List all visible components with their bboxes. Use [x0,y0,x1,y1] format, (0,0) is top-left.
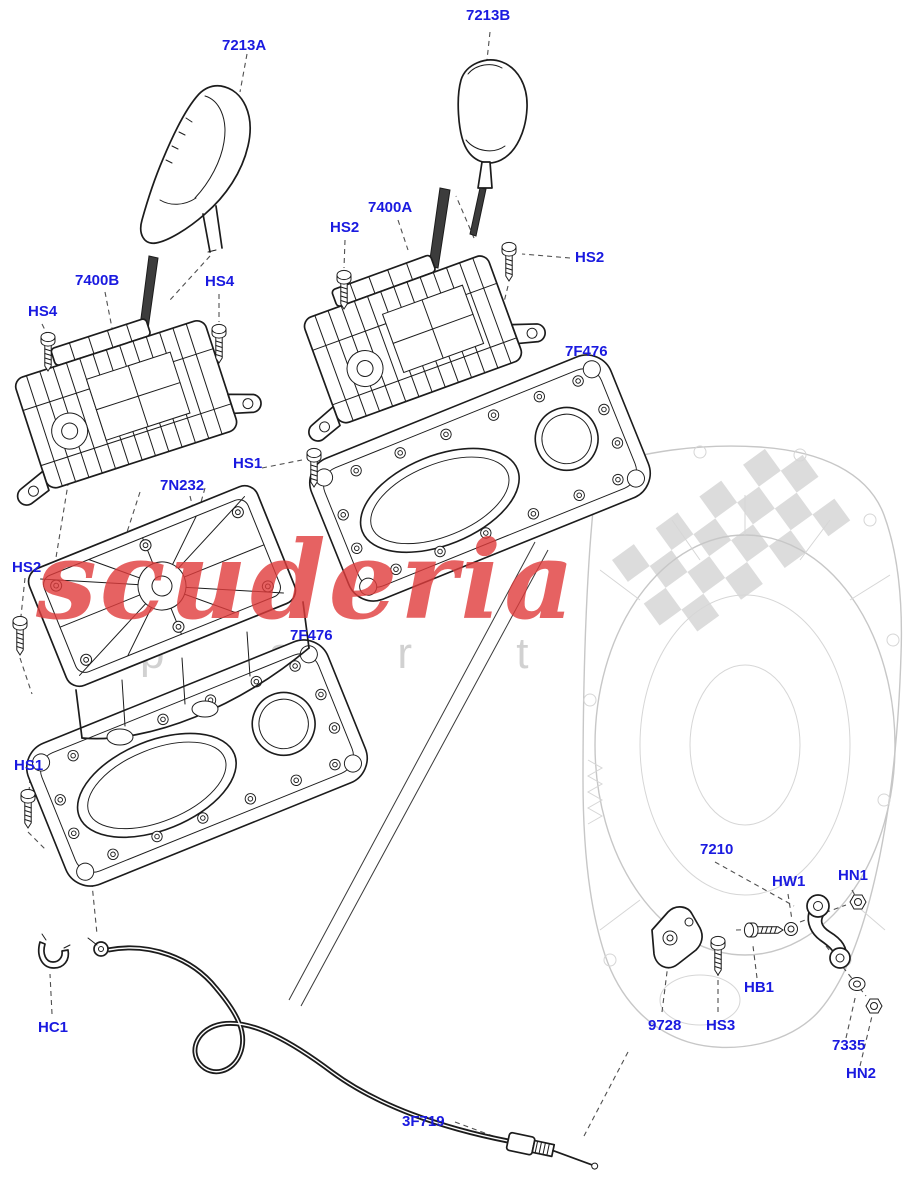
label-7n232[interactable]: 7N232 [160,477,204,494]
screw-hs2-lower-left [12,615,28,656]
label-hw1[interactable]: HW1 [772,873,805,890]
cable-end-fitting [505,1131,599,1170]
washer-7335 [848,977,866,991]
watermark-checker-flag [612,448,851,632]
screw-hs1-lower-left [20,788,36,829]
label-7400a[interactable]: 7400A [368,199,412,216]
nut-hn2 [865,998,883,1014]
label-hs2-lower[interactable]: HS2 [12,559,41,576]
screw-hs3 [710,935,726,976]
label-hb1[interactable]: HB1 [744,979,774,996]
shifter-7400a-lever [428,187,451,269]
nut-hn1 [849,894,867,910]
watermark-brand: scuderia [35,518,577,644]
screw-hs2-b [501,241,517,282]
label-hs2-b[interactable]: HS2 [575,249,604,266]
shifter-assembly-7400a [303,254,546,442]
label-7335[interactable]: 7335 [832,1037,865,1054]
label-3f719[interactable]: 3F719 [402,1113,445,1130]
shift-knob-7213a [139,84,251,253]
label-hs4-mid[interactable]: HS4 [205,273,235,290]
label-7f476-right[interactable]: 7F476 [565,343,608,360]
bolt-hb1 [743,922,784,938]
shifter-assembly-7400b [14,318,262,506]
bracket-9728 [651,906,703,969]
label-hs4-left[interactable]: HS4 [28,303,58,320]
label-hn1[interactable]: HN1 [838,867,868,884]
label-7213a[interactable]: 7213A [222,37,266,54]
washer-hw1 [784,922,798,936]
base-plate-7n232 [27,484,310,746]
label-7f476-lower[interactable]: 7F476 [290,627,333,644]
label-9728[interactable]: 9728 [648,1017,681,1034]
label-hs3[interactable]: HS3 [706,1017,735,1034]
clip-hc1 [37,933,71,969]
label-hs2-a[interactable]: HS2 [330,219,359,236]
shift-cable-3f719 [87,937,599,1170]
label-hn2[interactable]: HN2 [846,1065,876,1082]
label-7213b[interactable]: 7213B [466,7,510,24]
label-7210[interactable]: 7210 [700,841,733,858]
label-hs1-lower[interactable]: HS1 [14,757,43,774]
cable-alignment-lines [288,541,549,1007]
label-hc1[interactable]: HC1 [38,1019,68,1036]
shift-knob-7213b [457,59,528,237]
label-7400b[interactable]: 7400B [75,272,119,289]
lever-7210 [806,894,851,969]
label-hs1-mid[interactable]: HS1 [233,455,262,472]
